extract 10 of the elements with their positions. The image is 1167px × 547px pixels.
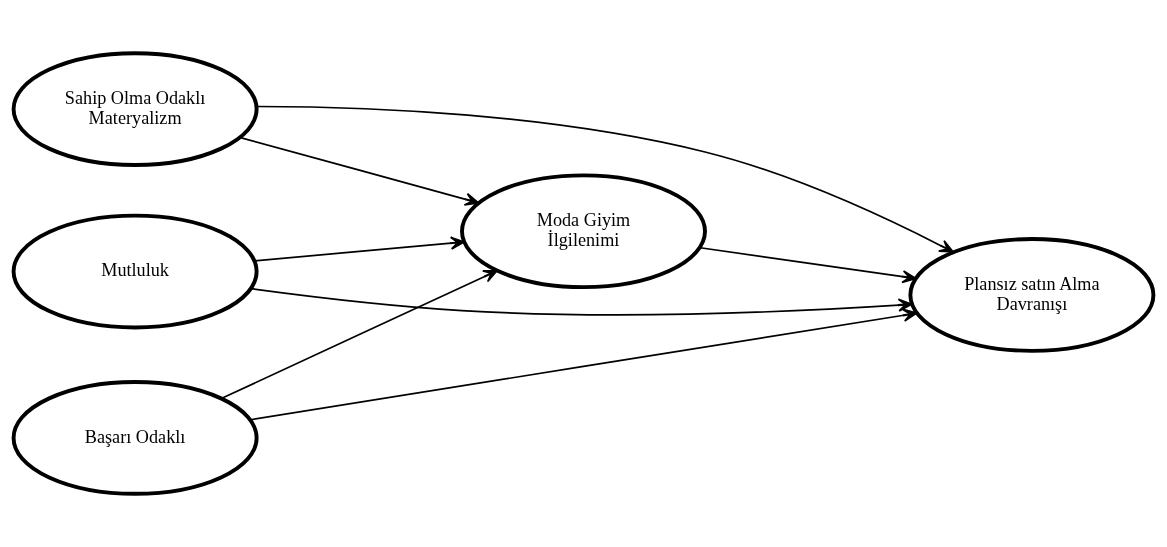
arrow xyxy=(221,269,498,400)
arrow xyxy=(249,308,918,421)
arrow xyxy=(253,236,465,262)
arrow xyxy=(239,136,480,206)
node-ellipse: Başarı Odaklı xyxy=(11,380,259,496)
arrow xyxy=(699,246,917,284)
node-ellipse: Mutluluk xyxy=(11,213,259,330)
arrow xyxy=(256,105,954,253)
arrow xyxy=(250,287,913,316)
node-ellipse: Sahip Olma Odaklı Materyalizm xyxy=(11,51,259,167)
